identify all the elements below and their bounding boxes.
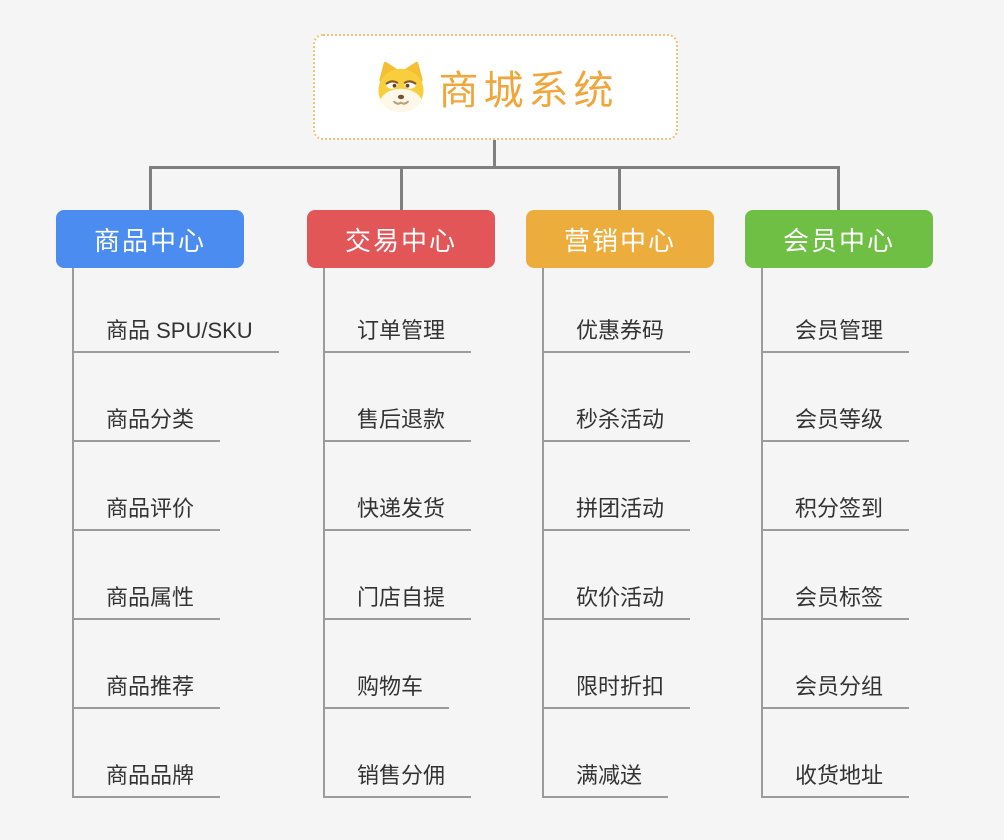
connector-root-stub: [493, 140, 496, 167]
connector-drop-product: [149, 166, 152, 210]
leaf-row: 商品评价: [72, 442, 279, 531]
leaf-row: 会员管理: [761, 264, 910, 353]
leaf-row: 售后退款: [323, 353, 472, 442]
leaf-row: 订单管理: [323, 264, 472, 353]
branch-node-member-center[interactable]: 会员中心: [745, 210, 933, 268]
leaf-node[interactable]: 快递发货: [323, 496, 472, 531]
leaf-row: 会员标签: [761, 531, 910, 620]
branch-column-trade: 订单管理 售后退款 快递发货 门店自提 购物车 销售分佣: [323, 264, 472, 798]
leaf-row: 拼团活动: [542, 442, 691, 531]
leaf-row: 会员分组: [761, 620, 910, 709]
leaf-node[interactable]: 商品分类: [72, 407, 221, 442]
leaf-row: 商品 SPU/SKU: [72, 264, 279, 353]
leaf-node[interactable]: 订单管理: [323, 318, 472, 353]
branch-node-marketing-center[interactable]: 营销中心: [526, 210, 714, 268]
leaf-node[interactable]: 优惠券码: [542, 318, 691, 353]
branch-column-member: 会员管理 会员等级 积分签到 会员标签 会员分组 收货地址: [761, 264, 910, 798]
leaf-row: 门店自提: [323, 531, 472, 620]
leaf-node[interactable]: 砍价活动: [542, 585, 691, 620]
leaf-node[interactable]: 商品推荐: [72, 674, 221, 709]
leaf-row: 商品品牌: [72, 709, 279, 798]
leaf-node[interactable]: 商品属性: [72, 585, 221, 620]
leaf-row: 限时折扣: [542, 620, 691, 709]
leaf-node[interactable]: 销售分佣: [323, 763, 472, 798]
leaf-node[interactable]: 售后退款: [323, 407, 472, 442]
leaf-row: 购物车: [323, 620, 471, 709]
connector-drop-trade: [400, 166, 403, 210]
branch-spine-marketing: [542, 268, 544, 798]
branch-spine-trade: [323, 268, 325, 798]
leaf-node[interactable]: 商品 SPU/SKU: [72, 318, 279, 353]
leaf-node[interactable]: 收货地址: [761, 763, 910, 798]
leaf-node[interactable]: 拼团活动: [542, 496, 691, 531]
doge-icon: [373, 61, 429, 113]
leaf-node[interactable]: 购物车: [323, 674, 450, 709]
root-title: 商城系统: [438, 69, 619, 113]
root-node[interactable]: 商城系统: [313, 34, 678, 140]
connector-horizontal: [149, 166, 840, 169]
leaf-row: 商品属性: [72, 531, 279, 620]
leaf-node[interactable]: 商品评价: [72, 496, 221, 531]
leaf-node[interactable]: 秒杀活动: [542, 407, 691, 442]
leaf-row: 会员等级: [761, 353, 910, 442]
leaf-row: 积分签到: [761, 442, 910, 531]
leaf-row: 商品分类: [72, 353, 279, 442]
leaf-row: 收货地址: [761, 709, 910, 798]
leaf-row: 优惠券码: [542, 264, 691, 353]
branch-node-product-center[interactable]: 商品中心: [56, 210, 244, 268]
leaf-node[interactable]: 积分签到: [761, 496, 910, 531]
leaf-node[interactable]: 商品品牌: [72, 763, 221, 798]
leaf-node[interactable]: 门店自提: [323, 585, 472, 620]
leaf-row: 满减送: [542, 709, 690, 798]
branch-spine-product: [72, 268, 74, 798]
leaf-node[interactable]: 满减送: [542, 763, 669, 798]
leaf-node[interactable]: 会员等级: [761, 407, 910, 442]
leaf-node[interactable]: 会员标签: [761, 585, 910, 620]
connector-drop-marketing: [618, 166, 621, 210]
leaf-row: 快递发货: [323, 442, 472, 531]
branch-column-marketing: 优惠券码 秒杀活动 拼团活动 砍价活动 限时折扣 满减送: [542, 264, 691, 798]
leaf-row: 商品推荐: [72, 620, 279, 709]
branch-node-trade-center[interactable]: 交易中心: [307, 210, 495, 268]
connector-drop-member: [837, 166, 840, 210]
branch-spine-member: [761, 268, 763, 798]
leaf-node[interactable]: 会员管理: [761, 318, 910, 353]
branch-column-product: 商品 SPU/SKU 商品分类 商品评价 商品属性 商品推荐 商品品牌: [72, 264, 279, 798]
leaf-row: 销售分佣: [323, 709, 472, 798]
leaf-row: 秒杀活动: [542, 353, 691, 442]
leaf-node[interactable]: 会员分组: [761, 674, 910, 709]
leaf-row: 砍价活动: [542, 531, 691, 620]
leaf-node[interactable]: 限时折扣: [542, 674, 691, 709]
